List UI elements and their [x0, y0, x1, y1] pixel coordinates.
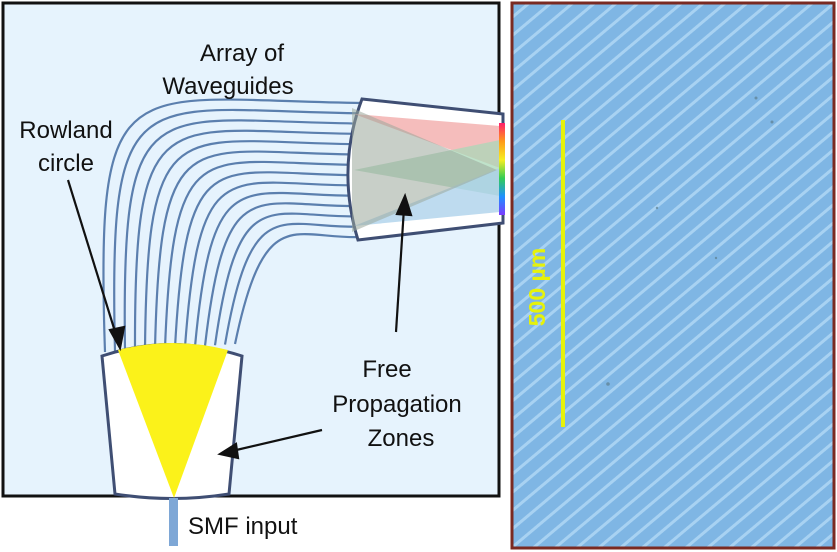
- waveguide-arc: [193, 191, 363, 347]
- fpz-output-arrow: [394, 207, 406, 333]
- scale-bar-label: 500 µm: [524, 248, 550, 326]
- input-fpz: [100, 343, 244, 500]
- fpz-input-arrowhead: [217, 442, 240, 460]
- output-fpz: [346, 97, 505, 242]
- label-smf-input: SMF input: [188, 513, 298, 540]
- rowland-arrow: [66, 179, 119, 339]
- output-spectrum: [499, 123, 505, 215]
- fpz-input-arrow: [231, 428, 323, 453]
- label-free-line2: Propagation: [332, 391, 461, 418]
- waveguide-array: [102, 98, 363, 353]
- waveguide-arc: [203, 202, 363, 346]
- input-cone: [118, 343, 228, 498]
- label-array-line1: Array of: [200, 40, 284, 67]
- waveguide-arc: [183, 181, 363, 348]
- waveguide-arc: [153, 150, 363, 349]
- schematic-panel: [1, 1, 501, 498]
- label-rowland-line2: circle: [38, 150, 94, 177]
- waveguide-arc: [113, 108, 363, 352]
- waveguide-arc: [143, 140, 363, 350]
- label-free-line1: Free: [362, 356, 411, 383]
- waveguide-arc: [102, 98, 363, 353]
- waveguide-arc: [213, 212, 363, 346]
- waveguide-arc: [173, 171, 363, 348]
- waveguide-arc: [163, 160, 363, 349]
- waveguide-arc: [233, 232, 363, 345]
- waveguide-arc: [223, 222, 363, 345]
- label-rowland-line1: Rowland: [19, 117, 112, 144]
- smf-fiber: [169, 498, 178, 546]
- scale-bar: [561, 120, 565, 427]
- label-free-line3: Zones: [368, 425, 435, 452]
- micrograph-panel: [510, 1, 836, 550]
- micrograph-specks: [606, 96, 774, 386]
- fpz-output-arrowhead: [395, 192, 413, 217]
- output-ray-overlap: [352, 108, 497, 232]
- rowland-arrowhead: [108, 325, 126, 352]
- waveguide-arc: [133, 129, 363, 351]
- waveguide-arc: [123, 119, 363, 351]
- pointer-arrows: [66, 179, 413, 460]
- label-array-line2: Waveguides: [162, 73, 293, 100]
